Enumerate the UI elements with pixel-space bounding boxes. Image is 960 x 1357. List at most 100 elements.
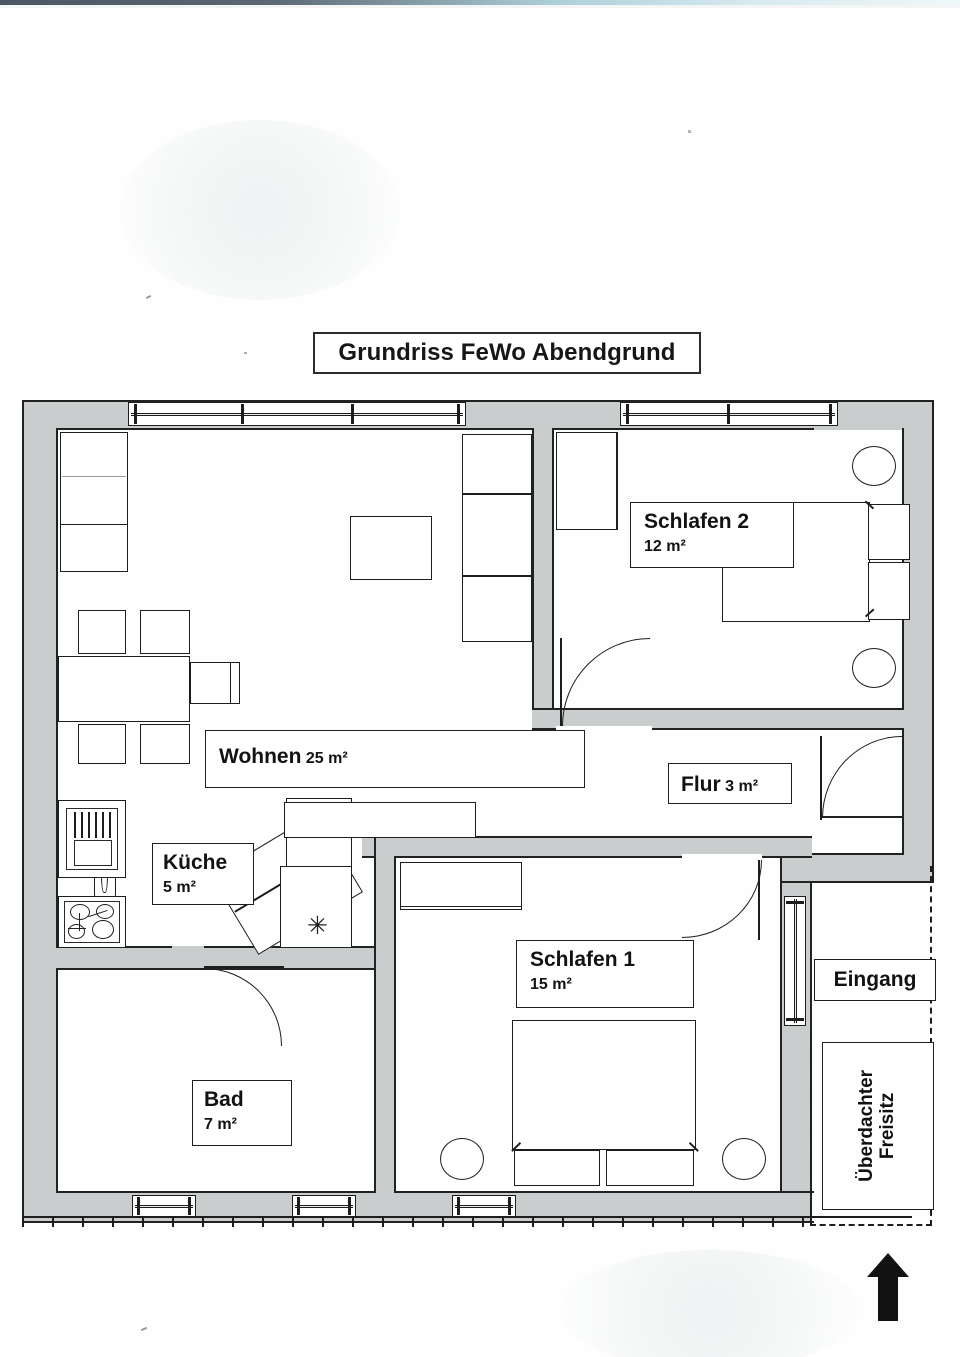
wall-line bbox=[374, 836, 376, 1193]
window-bath-bottom-2 bbox=[292, 1195, 356, 1217]
shelf-unit-3 bbox=[462, 576, 532, 642]
room-area: 3 m² bbox=[725, 778, 759, 795]
scale-ruler bbox=[22, 1216, 912, 1232]
bedroom1-pillow-2 bbox=[606, 1150, 694, 1186]
room-name: Schlafen 2 bbox=[644, 510, 750, 533]
room-label-flur: Flur 3 m² bbox=[668, 763, 792, 804]
coffee-table bbox=[350, 516, 432, 580]
bedroom1-wardrobe bbox=[400, 862, 522, 910]
cooktop-link bbox=[79, 913, 81, 931]
room-area: 5 m² bbox=[163, 878, 196, 896]
bedroom1-door-opening bbox=[682, 854, 762, 859]
interior-wall-stub-bath-2 bbox=[280, 946, 306, 968]
scan-speck bbox=[140, 1326, 148, 1332]
entrance-label: Eingang bbox=[833, 968, 917, 992]
entrance-direction-arrow bbox=[867, 1253, 909, 1321]
terrace-label: Überdachter Freisitz bbox=[856, 1070, 899, 1182]
room-name: Wohnen bbox=[219, 745, 302, 768]
cooktop-frame bbox=[64, 901, 120, 943]
bedroom1-door-arc bbox=[682, 860, 762, 938]
paper-tint bbox=[120, 120, 400, 300]
wall-line bbox=[362, 836, 812, 838]
dining-table bbox=[58, 656, 190, 722]
label-ueberdachter-freisitz: Überdachter Freisitz bbox=[822, 1042, 934, 1210]
burner-3 bbox=[68, 924, 85, 939]
terrace-label-line2: Freisitz bbox=[877, 1092, 899, 1160]
shelf-unit-2 bbox=[462, 494, 532, 576]
burner-4 bbox=[92, 920, 114, 939]
flur-door-leaf bbox=[820, 736, 823, 820]
wall-outline bbox=[22, 400, 24, 1223]
dining-chair-3-back bbox=[230, 662, 240, 704]
interior-wall-living-bedroom2 bbox=[532, 428, 554, 728]
interior-wall-bath-bedroom1 bbox=[374, 836, 396, 1193]
room-label-kueche: Küche 5 m² bbox=[152, 843, 254, 905]
dining-chair-2 bbox=[140, 610, 190, 654]
window-bedroom1-bottom bbox=[452, 1195, 516, 1217]
window-bedroom1-right bbox=[784, 896, 806, 1026]
scan-speck bbox=[244, 352, 247, 354]
room-area: 12 m² bbox=[644, 537, 686, 555]
bedroom2-wardrobe bbox=[556, 432, 618, 530]
bedroom2-door-arc bbox=[562, 638, 650, 726]
wall-inner-face bbox=[56, 428, 814, 430]
room-area: 25 m² bbox=[305, 750, 348, 767]
bedroom1-nightstand-2 bbox=[722, 1138, 766, 1180]
bedroom2-door-opening bbox=[556, 726, 652, 730]
scan-speck bbox=[688, 130, 691, 133]
dining-chair-5 bbox=[140, 724, 190, 764]
sink-drainboard-grooves bbox=[74, 812, 112, 838]
room-label-schlafen1: Schlafen 1 15 m² bbox=[516, 940, 694, 1008]
floor-plan-drawing: ✳ bbox=[22, 398, 934, 1321]
wardrobe-edge bbox=[400, 906, 522, 908]
room-area: 7 m² bbox=[204, 1115, 237, 1133]
terrace-label-line1: Überdachter bbox=[856, 1070, 878, 1182]
wall-outline bbox=[932, 400, 934, 883]
exterior-wall-left bbox=[22, 400, 58, 1223]
sideboard-upper bbox=[60, 432, 128, 528]
wardrobe-edge bbox=[616, 432, 618, 530]
wall-line bbox=[532, 728, 904, 730]
scan-edge-artifact bbox=[0, 0, 960, 5]
wall-outline bbox=[22, 400, 934, 402]
flur-door-arc bbox=[822, 736, 902, 818]
paper-tint bbox=[560, 1250, 860, 1357]
interior-wall-kitchen-bath bbox=[56, 946, 374, 968]
sink-bowl bbox=[74, 840, 112, 866]
terrace-boundary-left bbox=[810, 1038, 812, 1226]
bedroom2-nightstand-1 bbox=[852, 446, 896, 486]
window-bath-bottom bbox=[132, 1195, 196, 1217]
wall-line bbox=[532, 428, 534, 728]
room-label-schlafen2: Schlafen 2 12 m² bbox=[630, 502, 794, 568]
wall-outline bbox=[782, 881, 934, 883]
interior-wall-living-bedroom1 bbox=[362, 836, 812, 858]
bedroom1-bed bbox=[512, 1020, 696, 1150]
shelf-unit-1 bbox=[462, 434, 532, 494]
scan-edge-artifact-2 bbox=[0, 5, 960, 8]
wall-inner-face bbox=[780, 853, 904, 855]
wall-line bbox=[552, 428, 554, 728]
sideboard-lower bbox=[60, 524, 128, 572]
bedroom2-pillow-2 bbox=[868, 562, 910, 620]
cooktop-link-2 bbox=[68, 928, 86, 930]
dining-chair-3 bbox=[190, 662, 232, 704]
bedroom1-nightstand-1 bbox=[440, 1138, 484, 1180]
scan-speck bbox=[145, 294, 152, 300]
room-label-wohnen: Wohnen 25 m² bbox=[205, 730, 585, 788]
room-name: Schlafen 1 bbox=[530, 948, 636, 971]
exterior-wall-right bbox=[904, 400, 934, 878]
wall-inner-face bbox=[902, 428, 904, 854]
star-symbol: ✳ bbox=[307, 911, 328, 940]
plan-title-box: Grundriss FeWo Abendgrund bbox=[313, 332, 701, 374]
wall-inner-face bbox=[56, 428, 58, 1193]
bedroom1-pillow-1 bbox=[514, 1150, 600, 1186]
wall-line bbox=[394, 856, 396, 1193]
bedroom1-door-leaf bbox=[758, 860, 761, 940]
sideboard-divider bbox=[62, 476, 126, 478]
bath-door-arc bbox=[204, 968, 282, 1046]
kitchen-worktop bbox=[284, 802, 476, 838]
room-name: Bad bbox=[204, 1088, 244, 1111]
interior-wall-stub-bath bbox=[172, 946, 204, 968]
wall-line bbox=[56, 946, 374, 948]
